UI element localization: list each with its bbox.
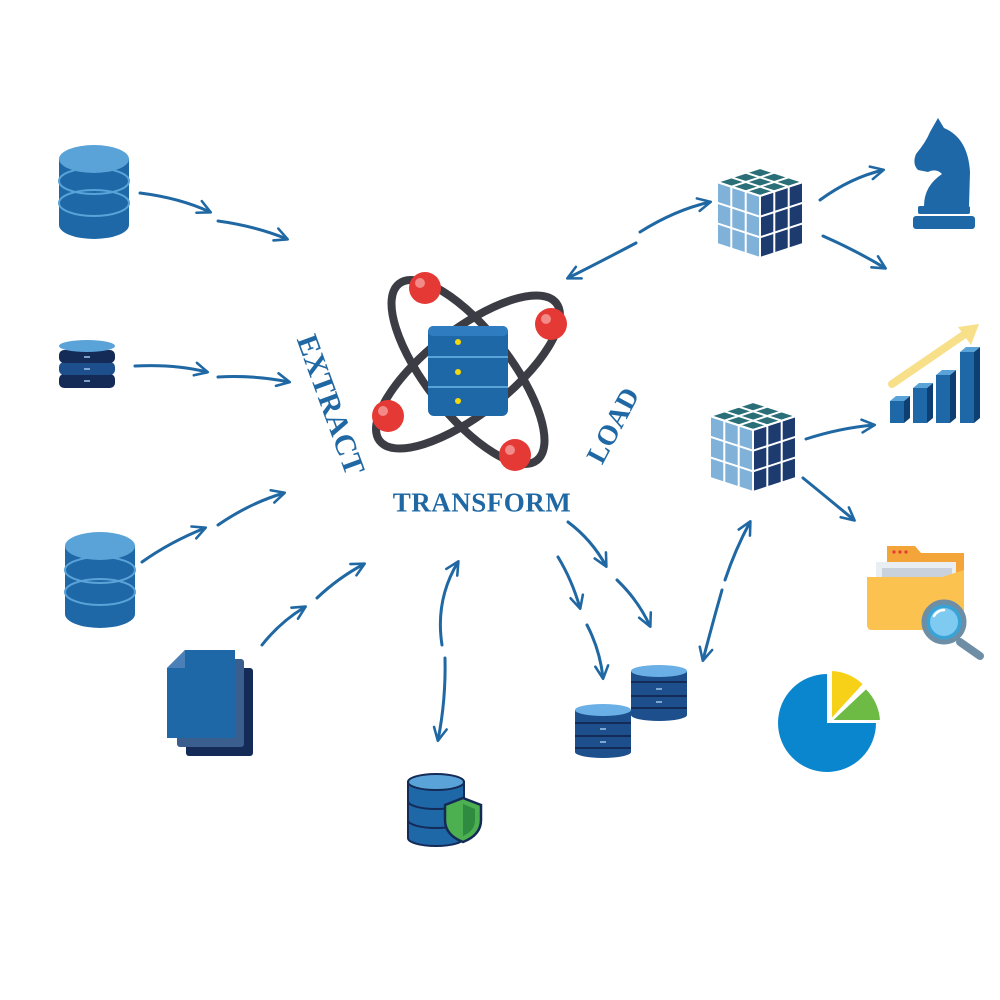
- database-icon: [64, 532, 136, 628]
- arrow-source1-b: [216, 219, 290, 242]
- arrow-source2-b: [216, 372, 292, 388]
- bar-chart-growth-icon: [888, 324, 980, 423]
- arrow-cube2-folder: [801, 476, 856, 522]
- arrow-source1-a: [138, 191, 213, 215]
- arrow-dbpair-d: [585, 623, 610, 681]
- database-icon: [58, 145, 130, 239]
- arrow-dbpair-a: [566, 520, 608, 568]
- data-cube-icon: [706, 400, 800, 494]
- arrow-secure-db-b: [432, 656, 448, 743]
- flow-arrows: [133, 165, 887, 743]
- secure-database-icon: [407, 773, 483, 847]
- transform-label: TRANSFORM: [392, 487, 572, 518]
- pie-chart-icon: [778, 668, 883, 772]
- documents-icon: [167, 650, 253, 756]
- arrow-center-cube: [566, 241, 638, 280]
- arrow-dbpair-c: [556, 555, 585, 611]
- atom-database-icon: [372, 272, 567, 471]
- arrow-dbpair-cube: [698, 588, 724, 663]
- arrow-dbpair-b: [615, 578, 653, 629]
- data-cube-icon: [713, 166, 807, 260]
- arrow-cube2-chart: [804, 418, 877, 441]
- arrow-source3-b: [216, 488, 287, 527]
- database-stack-icon: [59, 340, 115, 388]
- arrow-cube1-knight: [818, 165, 886, 202]
- chess-knight-icon: [913, 118, 975, 229]
- arrow-docs-b: [315, 562, 366, 600]
- folder-search-icon: [867, 546, 984, 660]
- database-pair-icon: [575, 665, 687, 758]
- arrow-source3-a: [140, 525, 208, 564]
- arrow-docs-a: [260, 605, 307, 647]
- arrow-source2-a: [133, 361, 210, 377]
- arrow-dbpair-cube-b: [723, 520, 752, 582]
- arrow-cube1-out: [821, 234, 887, 270]
- arrow-center-cube-b: [638, 197, 713, 234]
- arrow-secure-db: [438, 560, 460, 647]
